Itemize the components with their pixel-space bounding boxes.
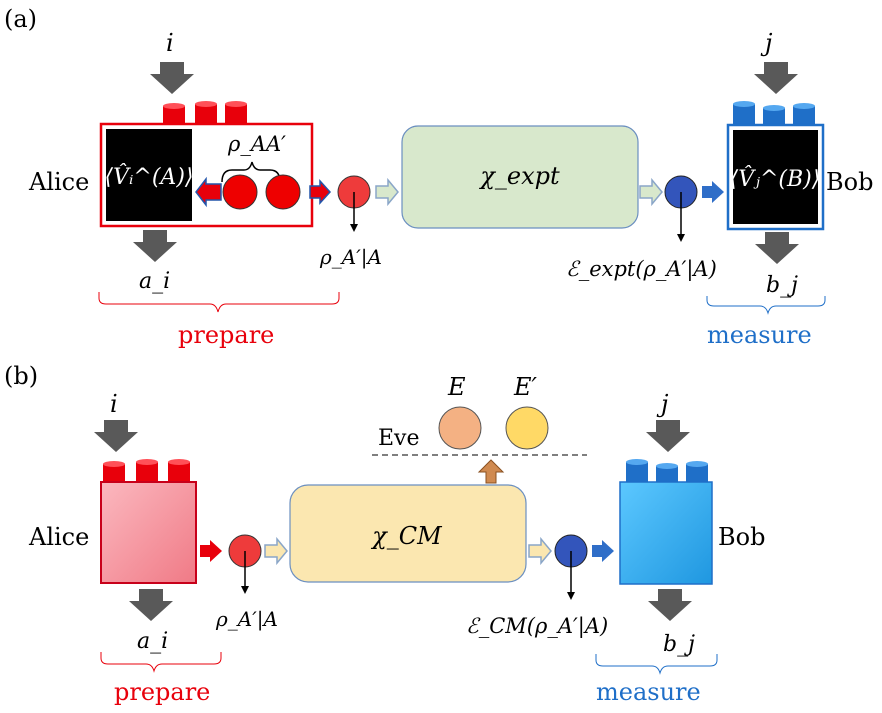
pair-to-channel-arrow xyxy=(309,179,332,205)
bob-label-a: Bob xyxy=(826,168,873,196)
state-rho-pointer-tip-b xyxy=(241,586,249,594)
alice-input-i: i xyxy=(166,29,174,57)
bob-operator: ⟨V̂ⱼ^(B)⟩ xyxy=(730,166,821,192)
bob-output-bj-b: b_j xyxy=(663,632,695,657)
output-state-label-b: ℰ_CM(ρ_A′|A) xyxy=(466,614,608,639)
alice-label-a: Alice xyxy=(28,168,89,196)
output-state-label-a: ℰ_expt(ρ_A′|A) xyxy=(566,257,717,282)
prepare-label-b: prepare xyxy=(114,678,210,706)
into-bob-arrow-b xyxy=(592,540,614,562)
alice-out-arrow-b xyxy=(200,540,222,562)
channel-box-b xyxy=(289,484,527,583)
panel-b-label: (b) xyxy=(4,362,38,390)
alice-output-arrow-a xyxy=(133,230,177,262)
eve-eprime-system xyxy=(505,406,549,450)
alice-blackbox xyxy=(106,129,192,221)
bob-label-b: Bob xyxy=(718,523,765,551)
alice-label-b: Alice xyxy=(28,523,89,551)
measure-label-b: measure xyxy=(596,678,701,706)
rho-aa-brace xyxy=(221,161,281,183)
state-rho-label-b: ρ_A′|A xyxy=(215,607,278,632)
panel-a-label: (a) xyxy=(4,5,37,33)
prepare-brace-b xyxy=(100,652,222,673)
alice-studs-a xyxy=(163,101,247,126)
entangled-particle-left xyxy=(222,174,258,210)
alice-output-ai-b: a_i xyxy=(137,629,168,654)
eve-e-system xyxy=(438,406,482,450)
bob-output-arrow-a xyxy=(755,232,799,264)
state-rho-pointer-tip-a xyxy=(350,224,358,232)
into-channel-arrow-a xyxy=(375,177,399,207)
bob-blackbox xyxy=(733,130,818,224)
entangled-particle-right xyxy=(265,174,301,210)
bob-input-arrow-b xyxy=(646,420,690,452)
bob-studs-b xyxy=(626,459,708,484)
output-state-pointer-tip-a xyxy=(677,234,685,242)
pair-to-alice-arrow xyxy=(195,176,222,208)
into-bob-arrow-a xyxy=(702,181,724,203)
alice-output-arrow-b xyxy=(129,589,173,621)
bob-input-j: j xyxy=(760,29,773,57)
channel-label-a: χ_expt xyxy=(478,162,560,190)
measure-label-a: measure xyxy=(707,321,812,349)
measure-brace-a xyxy=(706,296,826,315)
prepare-label-a: prepare xyxy=(178,321,274,349)
eve-e-label: E xyxy=(447,373,466,401)
measure-brace-b xyxy=(595,654,718,675)
rho-aa-label: ρ_AA′ xyxy=(227,132,286,156)
alice-input-arrow-b xyxy=(94,420,138,452)
alice-input-arrow-a xyxy=(150,62,194,94)
bob-input-j-b: j xyxy=(656,390,669,418)
bob-studs-a xyxy=(733,101,815,126)
out-channel-arrow-b xyxy=(528,536,552,566)
alice-output-ai: a_i xyxy=(139,269,170,294)
out-channel-arrow-a xyxy=(639,177,663,207)
bob-output-bj: b_j xyxy=(766,273,798,298)
into-channel-arrow-b xyxy=(264,536,288,566)
alice-operator: ⟨V̂ᵢ^(A)⟩ xyxy=(105,164,194,190)
bob-output-arrow-b xyxy=(648,589,692,621)
eve-leak-arrow xyxy=(477,459,505,484)
alice-device-b xyxy=(100,481,197,584)
alice-studs-b xyxy=(103,459,190,484)
eve-label: Eve xyxy=(378,426,420,451)
state-rho-label-a: ρ_A′|A xyxy=(319,245,382,270)
output-state-pointer-tip-b xyxy=(567,592,575,600)
eve-eprime-label: E′ xyxy=(513,373,538,401)
alice-input-i-b: i xyxy=(110,390,118,418)
channel-label-b: χ_CM xyxy=(370,522,443,550)
channel-box-a xyxy=(401,125,639,229)
bob-device-b xyxy=(619,481,713,585)
bob-input-arrow-a xyxy=(754,62,798,94)
prepare-brace-a xyxy=(98,292,340,313)
